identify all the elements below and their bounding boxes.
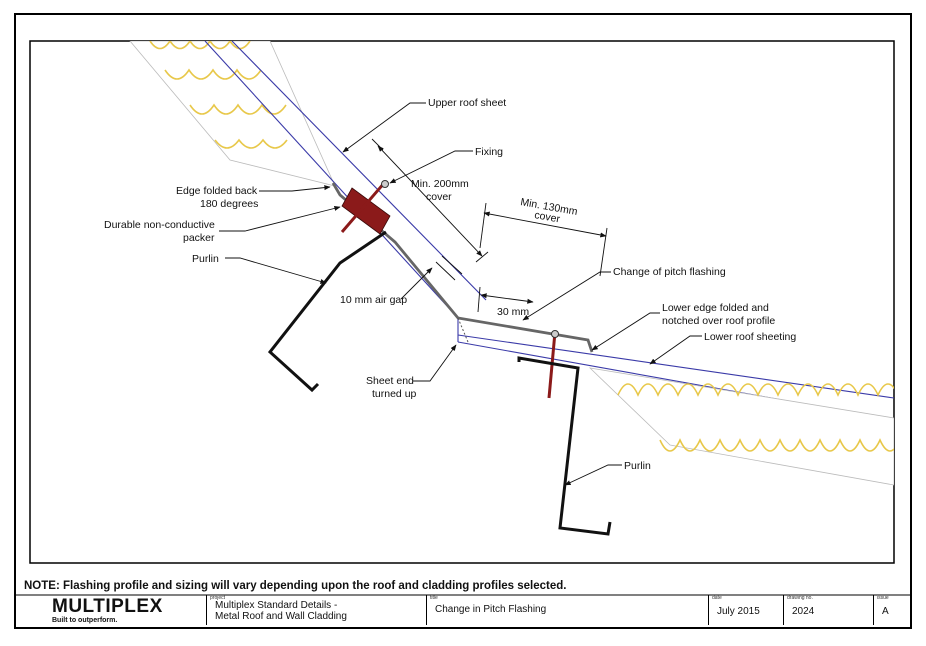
change-of-pitch-flashing [331, 182, 594, 353]
upper-purlin [267, 230, 387, 393]
title-cell: title Change in Pitch Flashing [426, 595, 708, 625]
label-min130-2: cover [533, 209, 561, 225]
label-edge-folded-2: 180 degrees [200, 198, 258, 210]
label-edge-folded-1: Edge folded back [176, 185, 258, 197]
title-caption: title [430, 595, 438, 601]
outer-border [14, 13, 912, 629]
label-sheet-end-2: turned up [372, 388, 417, 400]
upper-insulation [129, 41, 336, 187]
label-lower-roof: Lower roof sheeting [704, 331, 796, 343]
project-cell: project Multiplex Standard Details - Met… [206, 595, 426, 625]
date-caption: date [712, 595, 722, 601]
project-line-2: Metal Roof and Wall Cladding [215, 611, 347, 622]
issue-cell: issue A [873, 595, 911, 625]
label-min200-1: Min. 200mm [411, 178, 469, 190]
label-min200-2: cover [426, 191, 452, 203]
dimension-air-gap [435, 255, 463, 281]
drawing-no-cell: drawing no. 2024 [783, 595, 873, 625]
label-packer-1: Durable non-conductive [104, 219, 215, 231]
drawing-note: NOTE: Flashing profile and sizing will v… [24, 580, 567, 592]
label-fixing: Fixing [475, 146, 503, 158]
label-purlin-lower: Purlin [624, 460, 651, 472]
project-caption: project [210, 595, 226, 601]
label-lower-edge-2: notched over roof profile [662, 315, 775, 327]
drawing-frame [29, 40, 895, 564]
label-purlin-upper: Purlin [192, 253, 219, 265]
dimension-min-130 [479, 202, 608, 277]
drawing-title: Change in Pitch Flashing [435, 604, 547, 615]
leader-lines [219, 102, 702, 486]
lower-purlin [517, 356, 612, 536]
dimension-min-200 [371, 138, 489, 263]
label-lower-edge-1: Lower edge folded and [662, 302, 769, 314]
sheet-end-turned-up [457, 317, 469, 343]
drawing-no-caption: drawing no. [787, 595, 813, 601]
label-air-gap: 10 mm air gap [340, 294, 407, 306]
upper-roof-sheet [204, 41, 487, 319]
project-line-1: Multiplex Standard Details - [215, 600, 338, 611]
label-change-pitch: Change of pitch flashing [613, 266, 726, 278]
issue-caption: issue [877, 595, 889, 601]
drawing-number: 2024 [792, 606, 815, 617]
multiplex-logo: MULTIPLEX [52, 596, 163, 617]
date-cell: date July 2015 [708, 595, 783, 625]
dimension-30 [477, 286, 534, 313]
label-30mm: 30 mm [497, 306, 529, 318]
drawing-date: July 2015 [717, 606, 760, 617]
issue-value: A [882, 606, 889, 617]
label-sheet-end-1: Sheet end [366, 375, 414, 387]
label-packer-2: packer [183, 232, 215, 244]
logo-tagline: Built to outperform. [52, 617, 118, 624]
lower-insulation [588, 367, 894, 486]
label-upper-roof-sheet: Upper roof sheet [428, 97, 506, 109]
